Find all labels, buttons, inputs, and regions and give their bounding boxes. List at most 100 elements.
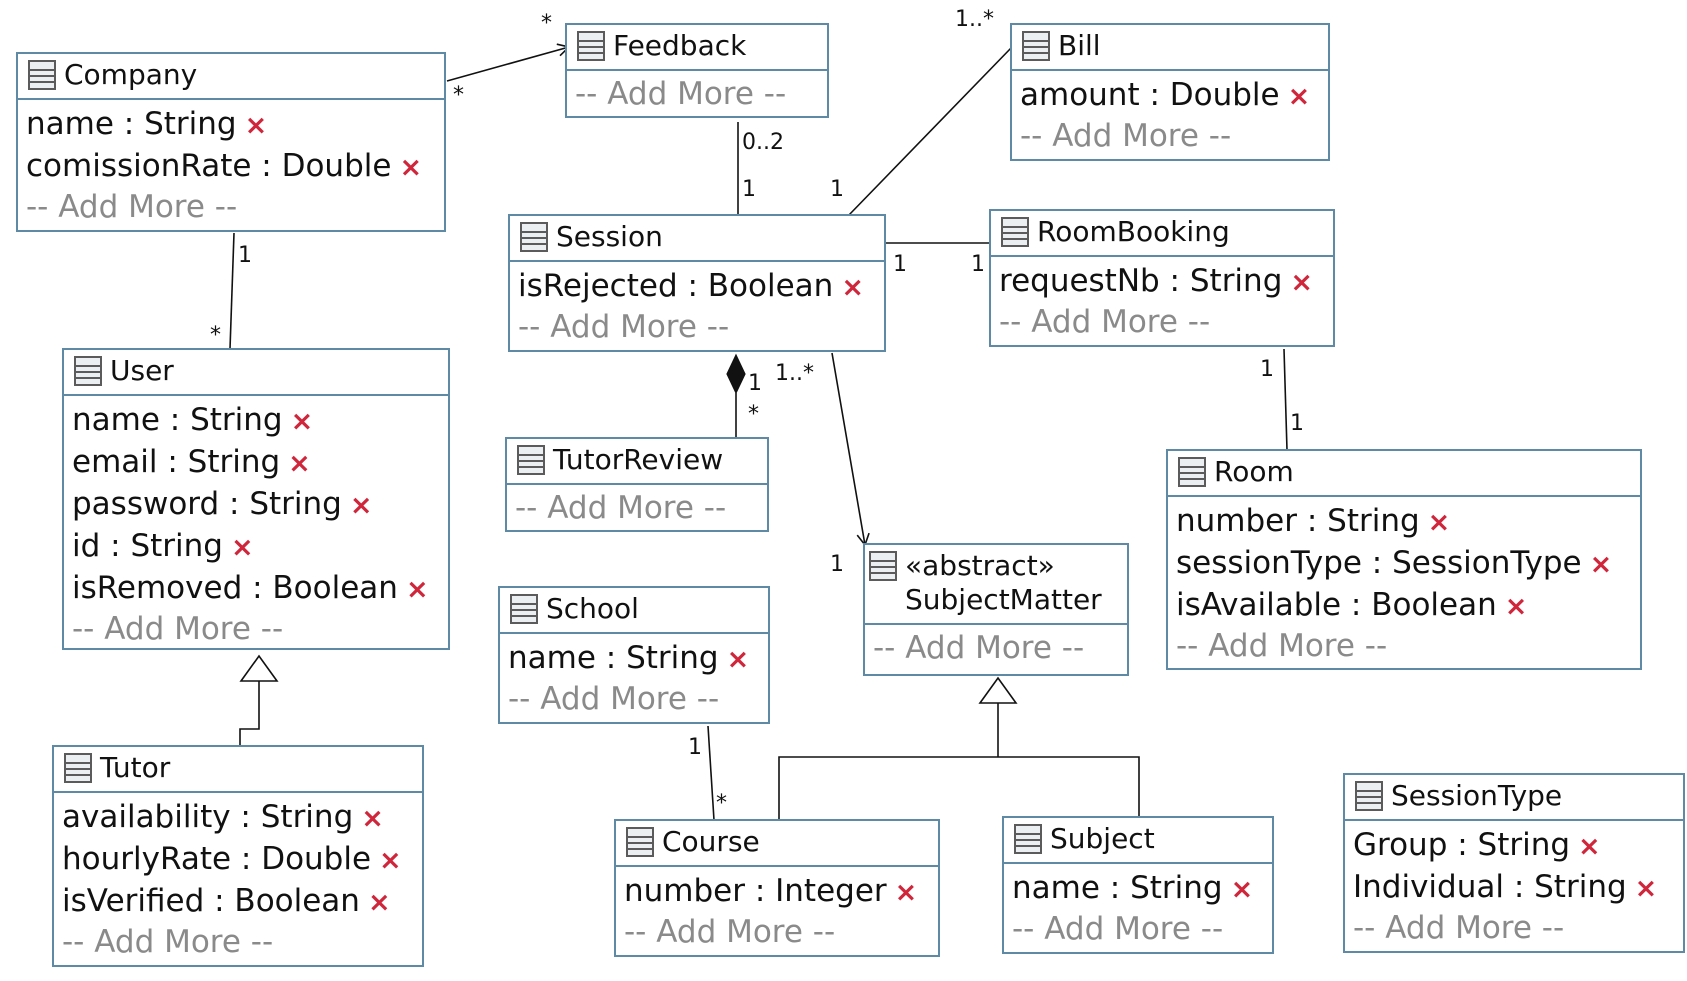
attribute-text: isAvailable : Boolean [1176, 587, 1497, 623]
delete-icon[interactable]: × [361, 803, 384, 834]
add-more-attribute[interactable]: -- Add More -- [999, 304, 1211, 340]
class-name: RoomBooking [1037, 215, 1230, 248]
attribute-row[interactable]: name : String× [26, 104, 436, 146]
attribute-row[interactable]: name : String× [72, 400, 440, 442]
attribute-row[interactable]: name : String× [1012, 868, 1264, 910]
tutorreview-class[interactable]: TutorReview -- Add More -- [505, 437, 769, 532]
subjectmatter-class[interactable]: «abstract»SubjectMatter-- Add More -- [863, 543, 1129, 676]
delete-icon[interactable]: × [379, 845, 402, 876]
attribute-row[interactable]: hourlyRate : Double× [62, 839, 414, 881]
room-class[interactable]: Room number : String×sessionType : Sessio… [1166, 449, 1642, 670]
delete-icon[interactable]: × [1290, 267, 1313, 298]
attribute-text: availability : String [62, 799, 354, 835]
attribute-row[interactable]: isRemoved : Boolean× [72, 568, 440, 610]
class-attributes: -- Add More -- [865, 625, 1127, 671]
class-attributes: availability : String×hourlyRate : Doubl… [54, 793, 422, 965]
delete-icon[interactable]: × [1427, 507, 1451, 538]
add-more-attribute[interactable]: -- Add More -- [72, 611, 284, 647]
class-header: User [64, 350, 448, 396]
multiplicity-feedback-session-feedback: 0..2 [742, 130, 784, 155]
class-attributes: number : String×sessionType : SessionTyp… [1168, 497, 1640, 669]
add-more-attribute[interactable]: -- Add More -- [26, 189, 238, 225]
delete-icon[interactable]: × [1504, 591, 1528, 622]
add-more-attribute[interactable]: -- Add More -- [575, 76, 787, 112]
class-name: Feedback [613, 29, 747, 62]
delete-icon[interactable]: × [1578, 831, 1601, 862]
delete-icon[interactable]: × [894, 877, 918, 908]
attribute-row[interactable]: sessionType : SessionType× [1176, 543, 1632, 585]
add-more-attribute[interactable]: -- Add More -- [508, 681, 720, 717]
class-attributes: requestNb : String×-- Add More -- [991, 257, 1333, 345]
attribute-row[interactable]: amount : Double× [1020, 75, 1320, 117]
class-attributes: -- Add More -- [507, 485, 767, 531]
class-icon [1178, 457, 1206, 487]
attribute-row[interactable]: isVerified : Boolean× [62, 881, 414, 923]
class-icon [1355, 781, 1383, 811]
attribute-row[interactable]: name : String× [508, 638, 760, 680]
add-more-attribute[interactable]: -- Add More -- [1020, 118, 1232, 154]
attribute-row[interactable]: requestNb : String× [999, 261, 1325, 303]
attribute-row[interactable]: isAvailable : Boolean× [1176, 585, 1632, 627]
add-more-attribute[interactable]: -- Add More -- [1012, 911, 1224, 947]
delete-icon[interactable]: × [1634, 873, 1658, 904]
bill-session-link [847, 46, 1013, 217]
delete-icon[interactable]: × [290, 406, 314, 437]
add-more-attribute[interactable]: -- Add More -- [515, 490, 727, 526]
delete-icon[interactable]: × [399, 152, 423, 183]
delete-icon[interactable]: × [841, 272, 864, 303]
class-header: Room [1168, 451, 1640, 497]
attribute-row[interactable]: number : Integer× [624, 871, 930, 913]
multiplicity-company-feedback-company: * [453, 83, 464, 108]
class-attributes: name : String×-- Add More -- [500, 634, 768, 722]
multiplicity-school-course-school: 1 [688, 735, 702, 760]
attribute-row[interactable]: Group : String× [1353, 825, 1675, 867]
delete-icon[interactable]: × [1230, 874, 1254, 905]
attribute-row[interactable]: Individual : String× [1353, 867, 1675, 909]
attribute-row[interactable]: number : String× [1176, 501, 1632, 543]
delete-icon[interactable]: × [1287, 81, 1311, 112]
feedback-class[interactable]: Feedback -- Add More -- [565, 23, 829, 118]
add-more-attribute[interactable]: -- Add More -- [62, 924, 274, 960]
attribute-row[interactable]: id : String× [72, 526, 440, 568]
delete-icon[interactable]: × [1589, 549, 1613, 580]
attribute-row[interactable]: isRejected : Boolean× [518, 266, 876, 308]
class-icon [28, 60, 56, 90]
add-more-attribute[interactable]: -- Add More -- [1353, 910, 1565, 946]
class-icon [64, 753, 92, 783]
delete-icon[interactable]: × [349, 490, 373, 521]
class-name: TutorReview [553, 443, 724, 476]
class-attributes: name : String×comissionRate : Double×-- … [18, 100, 444, 230]
delete-icon[interactable]: × [230, 532, 254, 563]
attribute-row[interactable]: availability : String× [62, 797, 414, 839]
add-more-attribute[interactable]: -- Add More -- [624, 914, 836, 950]
multiplicity-session-tutorreview-tutorreview: * [748, 402, 759, 427]
roombooking-class[interactable]: RoomBooking requestNb : String×-- Add Mor… [989, 209, 1335, 347]
delete-icon[interactable]: × [288, 448, 311, 479]
delete-icon[interactable]: × [244, 110, 268, 141]
add-more-attribute[interactable]: -- Add More -- [518, 309, 730, 345]
attribute-row[interactable]: comissionRate : Double× [26, 146, 436, 188]
class-icon [1022, 31, 1050, 61]
add-more-attribute[interactable]: -- Add More -- [1176, 628, 1388, 664]
class-name: Room [1214, 455, 1294, 488]
delete-icon[interactable]: × [726, 644, 750, 675]
class-icon [577, 31, 605, 61]
delete-icon[interactable]: × [405, 574, 429, 605]
attribute-text: comissionRate : Double [26, 148, 392, 184]
delete-icon[interactable]: × [367, 887, 391, 918]
add-more-attribute[interactable]: -- Add More -- [873, 630, 1085, 666]
attribute-row[interactable]: email : String× [72, 442, 440, 484]
attribute-row[interactable]: password : String× [72, 484, 440, 526]
attribute-text: Group : String [1353, 827, 1571, 863]
session-subjectmatter-link [831, 352, 870, 547]
